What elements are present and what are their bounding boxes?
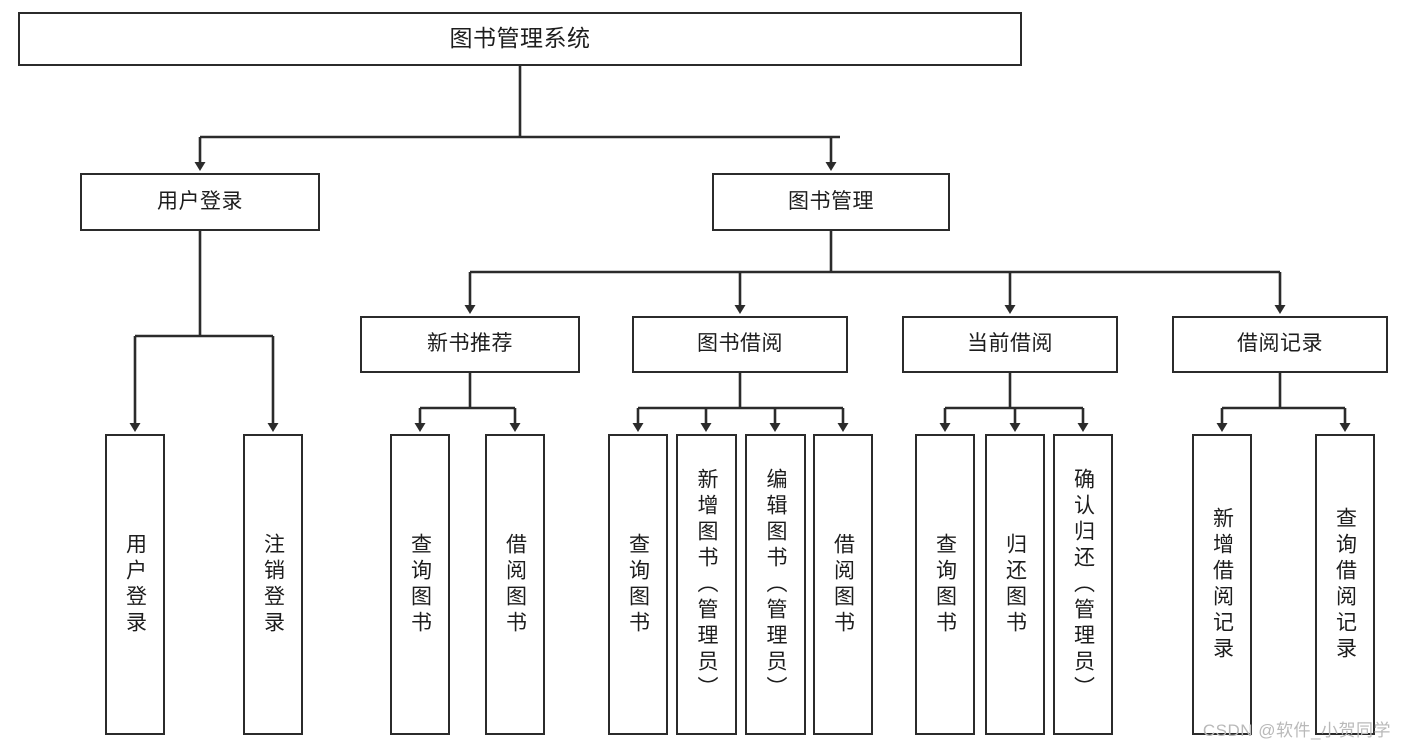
node-book-borrow-label: 图书借阅 xyxy=(697,332,783,356)
node-current-borrow[interactable]: 当前借阅 xyxy=(902,316,1118,373)
node-leaf-logout[interactable]: 注销登录 xyxy=(243,434,303,735)
node-leaf-return-book[interactable]: 归还图书 xyxy=(985,434,1045,735)
node-leaf-borrow-book-rec-label: 借阅图书 xyxy=(503,532,527,637)
node-leaf-logout-label: 注销登录 xyxy=(261,532,285,637)
node-leaf-edit-book-admin-label: 编辑图书（管理员） xyxy=(764,467,787,702)
node-current-borrow-label: 当前借阅 xyxy=(967,332,1053,356)
node-leaf-user-login-label: 用户登录 xyxy=(123,532,147,637)
node-leaf-add-book-admin[interactable]: 新增图书（管理员） xyxy=(676,434,737,735)
node-leaf-query-book-current[interactable]: 查询图书 xyxy=(915,434,975,735)
node-leaf-borrow-book-rec[interactable]: 借阅图书 xyxy=(485,434,545,735)
node-root[interactable]: 图书管理系统 xyxy=(18,12,1022,66)
node-leaf-confirm-return-admin-label: 确认归还（管理员） xyxy=(1071,467,1095,702)
node-leaf-confirm-return-admin[interactable]: 确认归还（管理员） xyxy=(1053,434,1113,735)
node-leaf-query-book-borrow[interactable]: 查询图书 xyxy=(608,434,668,735)
node-leaf-query-borrow-record-label: 查询借阅记录 xyxy=(1333,506,1357,663)
node-book-manage[interactable]: 图书管理 xyxy=(712,173,950,231)
node-leaf-query-book-rec[interactable]: 查询图书 xyxy=(390,434,450,735)
node-leaf-borrow-book[interactable]: 借阅图书 xyxy=(813,434,873,735)
node-leaf-query-borrow-record[interactable]: 查询借阅记录 xyxy=(1315,434,1375,735)
node-book-manage-label: 图书管理 xyxy=(788,189,874,213)
node-leaf-add-book-admin-label: 新增图书（管理员） xyxy=(695,467,718,702)
node-leaf-add-borrow-record[interactable]: 新增借阅记录 xyxy=(1192,434,1252,735)
node-leaf-edit-book-admin[interactable]: 编辑图书（管理员） xyxy=(745,434,806,735)
node-new-book-recommend-label: 新书推荐 xyxy=(427,332,513,356)
node-leaf-borrow-book-label: 借阅图书 xyxy=(831,532,855,637)
node-book-borrow[interactable]: 图书借阅 xyxy=(632,316,848,373)
node-leaf-return-book-label: 归还图书 xyxy=(1003,532,1027,637)
node-leaf-query-book-rec-label: 查询图书 xyxy=(408,532,432,637)
node-user-login-label: 用户登录 xyxy=(157,189,243,213)
node-borrow-record-label: 借阅记录 xyxy=(1237,332,1323,356)
node-user-login[interactable]: 用户登录 xyxy=(80,173,320,231)
node-leaf-query-book-current-label: 查询图书 xyxy=(933,532,957,637)
node-leaf-user-login[interactable]: 用户登录 xyxy=(105,434,165,735)
node-root-label: 图书管理系统 xyxy=(449,25,591,52)
node-borrow-record[interactable]: 借阅记录 xyxy=(1172,316,1388,373)
node-new-book-recommend[interactable]: 新书推荐 xyxy=(360,316,580,373)
node-leaf-add-borrow-record-label: 新增借阅记录 xyxy=(1210,506,1234,663)
watermark-text: CSDN @软件_小贺同学 xyxy=(1202,721,1391,740)
node-leaf-query-book-borrow-label: 查询图书 xyxy=(626,532,650,637)
